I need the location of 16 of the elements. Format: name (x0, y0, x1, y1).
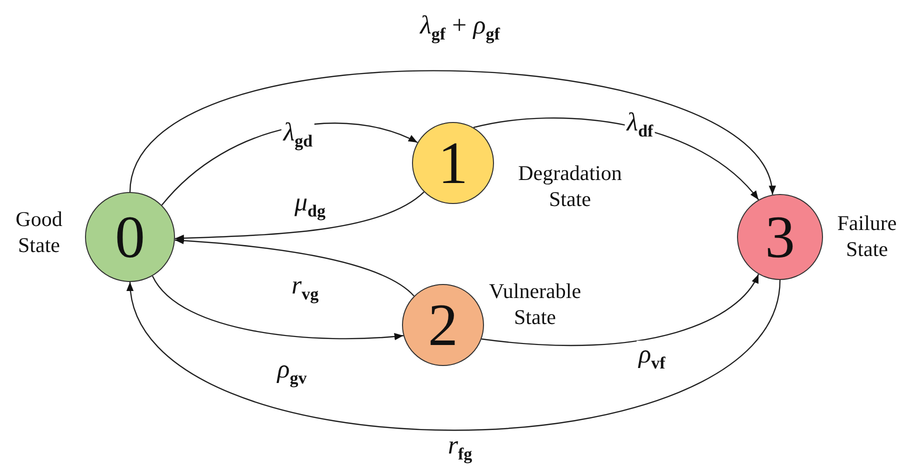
state-name: Degradation State (517, 160, 623, 212)
state-name: Good State (14, 206, 64, 258)
transition-arrow (473, 118, 759, 200)
state-circle: 0 (85, 192, 175, 282)
transition-arrow (129, 70, 774, 195)
state-name: Vulnerable State (488, 278, 582, 330)
state-name: Failure State (836, 210, 898, 262)
state-circle: 2 (402, 284, 484, 366)
transition-arrow (161, 122, 418, 206)
transition-arrow (152, 276, 404, 340)
transition-arrow (174, 237, 414, 296)
transition-arrow (481, 274, 760, 346)
state-circle: 3 (737, 194, 823, 280)
transition-arrow (128, 280, 781, 431)
transition-arrow (174, 192, 424, 242)
state-circle: 1 (412, 122, 494, 204)
